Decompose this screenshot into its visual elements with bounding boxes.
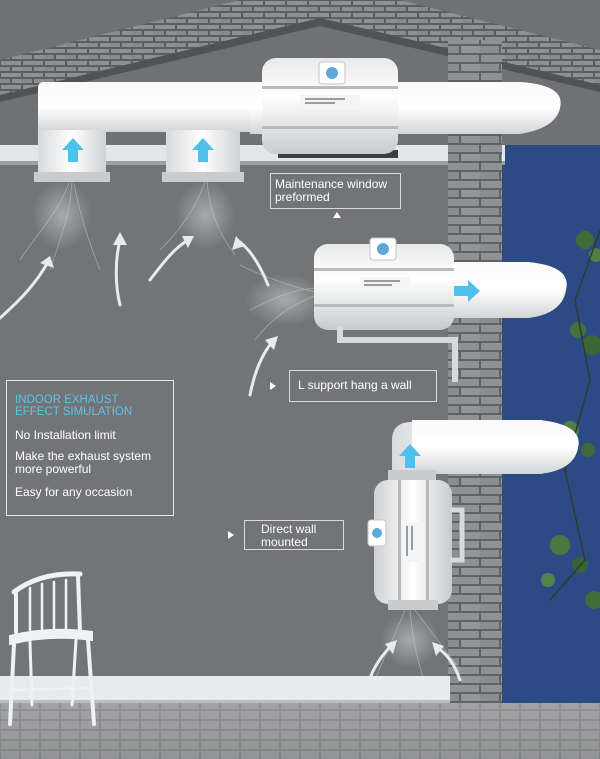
panel-title: INDOOR EXHAUST — [15, 394, 119, 406]
flow-arrow-right-icon — [454, 280, 480, 302]
bottom-wall-fan — [367, 420, 579, 610]
airflow-streaks — [19, 179, 461, 686]
panel-title-line2: EFFECT SIMULATION — [15, 406, 133, 418]
exhaust-info-panel: INDOOR EXHAUST EFFECT SIMULATION No Inst… — [6, 380, 174, 516]
direct-wall-label: Direct wall — [261, 522, 317, 536]
direct-wall-label-line2: mounted — [261, 535, 308, 549]
direct-wall-callout — [244, 520, 344, 550]
tree-foliage — [541, 229, 600, 609]
feature-item: Make the exhaust system — [15, 449, 152, 463]
flow-arrow-up-icon — [62, 138, 421, 468]
maintenance-window-callout — [270, 173, 401, 209]
roof-tiles — [0, 0, 600, 95]
maintenance-window-label: Maintenance window — [275, 177, 388, 191]
feature-item-line2: more powerful — [15, 462, 92, 476]
l-support-callout — [289, 370, 437, 402]
feature-item: Easy for any occasion — [15, 485, 133, 499]
feature-item: No Installation limit — [15, 428, 116, 442]
middle-inline-fan — [314, 237, 567, 382]
brick-column — [448, 40, 502, 759]
pointer-triangle-icon — [228, 531, 234, 539]
maintenance-window-label-line2: preformed — [275, 190, 330, 204]
curved-arrow-heads — [40, 232, 444, 656]
pointer-triangle-icon — [270, 382, 276, 390]
top-inline-fan — [262, 58, 398, 154]
chair-icon — [8, 571, 96, 726]
pointer-triangle-icon — [333, 212, 341, 218]
l-support-label: L support hang a wall — [298, 378, 412, 392]
